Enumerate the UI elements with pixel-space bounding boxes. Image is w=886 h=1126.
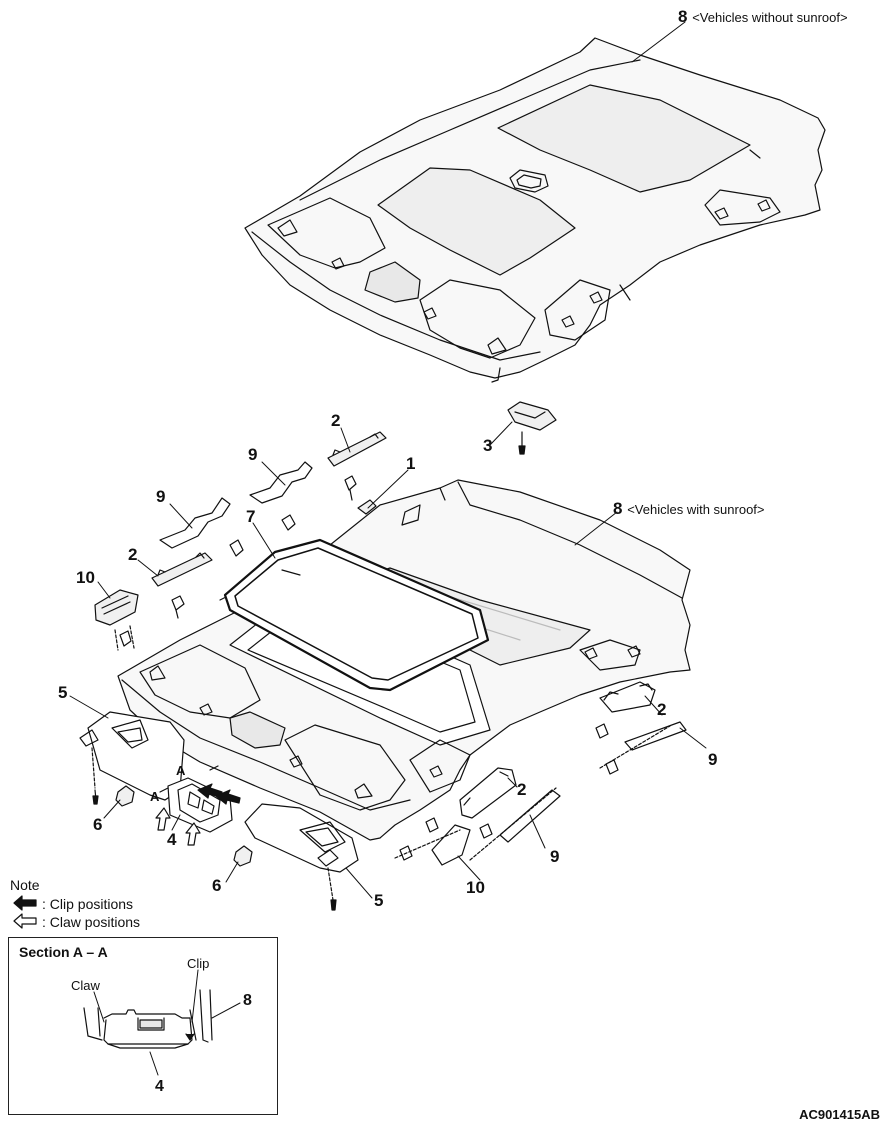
label-9-upper-left: 9 xyxy=(156,487,166,506)
label-10-right: 10 xyxy=(466,878,485,897)
label-5-right: 5 xyxy=(374,891,384,910)
bracket-upper-left xyxy=(160,498,243,556)
label-6-right: 6 xyxy=(212,876,222,895)
label-2-upper-right: 2 xyxy=(331,411,341,430)
label-5-left: 5 xyxy=(58,683,68,702)
part-note: <Vehicles with sunroof> xyxy=(627,502,765,517)
label-8-without-sunroof: 8 <Vehicles without sunroof> xyxy=(678,8,848,26)
visor-holder-left xyxy=(116,786,134,806)
section-clip-label: Clip xyxy=(187,956,210,971)
section-part-8: 8 xyxy=(243,992,252,1009)
label-2-right-front: 2 xyxy=(517,780,527,799)
part-number: 8 xyxy=(678,7,688,26)
label-2-upper-left: 2 xyxy=(128,545,138,564)
section-a-a-box: Section A – A Claw Clip 8 4 xyxy=(8,937,278,1115)
assist-grip-right-front xyxy=(426,768,516,838)
label-8-with-sunroof: 8 <Vehicles with sunroof> xyxy=(613,500,765,518)
leader-lines xyxy=(70,22,706,898)
label-9-right-front: 9 xyxy=(550,847,560,866)
part-note: <Vehicles without sunroof> xyxy=(692,10,848,25)
clip-part-1 xyxy=(358,500,376,514)
label-1: 1 xyxy=(406,454,416,473)
label-10-left: 10 xyxy=(76,568,95,587)
dome-light xyxy=(508,402,556,454)
note-title: Note xyxy=(10,877,40,893)
overhead-console xyxy=(156,766,240,845)
note-claw-label: : Claw positions xyxy=(42,914,141,930)
figure-code: AC901415AB xyxy=(799,1107,880,1122)
label-4: 4 xyxy=(167,830,177,849)
coat-hook-bracket-left xyxy=(95,590,138,650)
section-title: Section A – A xyxy=(19,944,108,960)
label-3: 3 xyxy=(483,436,493,455)
coat-hook-bracket-right xyxy=(395,825,470,865)
assist-grip-right-rear xyxy=(596,682,655,738)
sun-visor-right xyxy=(245,804,358,910)
note-clip-label: : Clip positions xyxy=(42,896,134,912)
claw-arrow-icon xyxy=(14,914,36,928)
assist-grip-upper-left xyxy=(152,553,212,618)
sunroof-weatherstrip xyxy=(225,540,488,690)
part-number: 8 xyxy=(613,499,623,518)
section-a-a-drawing xyxy=(84,970,240,1075)
section-part-4: 4 xyxy=(155,1078,164,1095)
bracket-upper-right xyxy=(250,462,312,530)
label-a-upper: A xyxy=(176,763,186,778)
label-9-upper-right: 9 xyxy=(248,445,258,464)
label-9-right-rear: 9 xyxy=(708,750,718,769)
headlining-without-sunroof xyxy=(245,38,825,382)
section-claw-label: Claw xyxy=(71,978,100,993)
clip-arrow-icon xyxy=(14,896,36,910)
label-2-right-rear: 2 xyxy=(657,700,667,719)
note-legend-arrows xyxy=(14,896,36,928)
visor-holder-right xyxy=(234,846,252,866)
label-6-left: 6 xyxy=(93,815,103,834)
bracket-right-rear xyxy=(600,722,686,774)
label-7: 7 xyxy=(246,507,256,526)
assist-grip-upper-right xyxy=(328,432,386,500)
label-a-lower: A xyxy=(150,789,160,804)
